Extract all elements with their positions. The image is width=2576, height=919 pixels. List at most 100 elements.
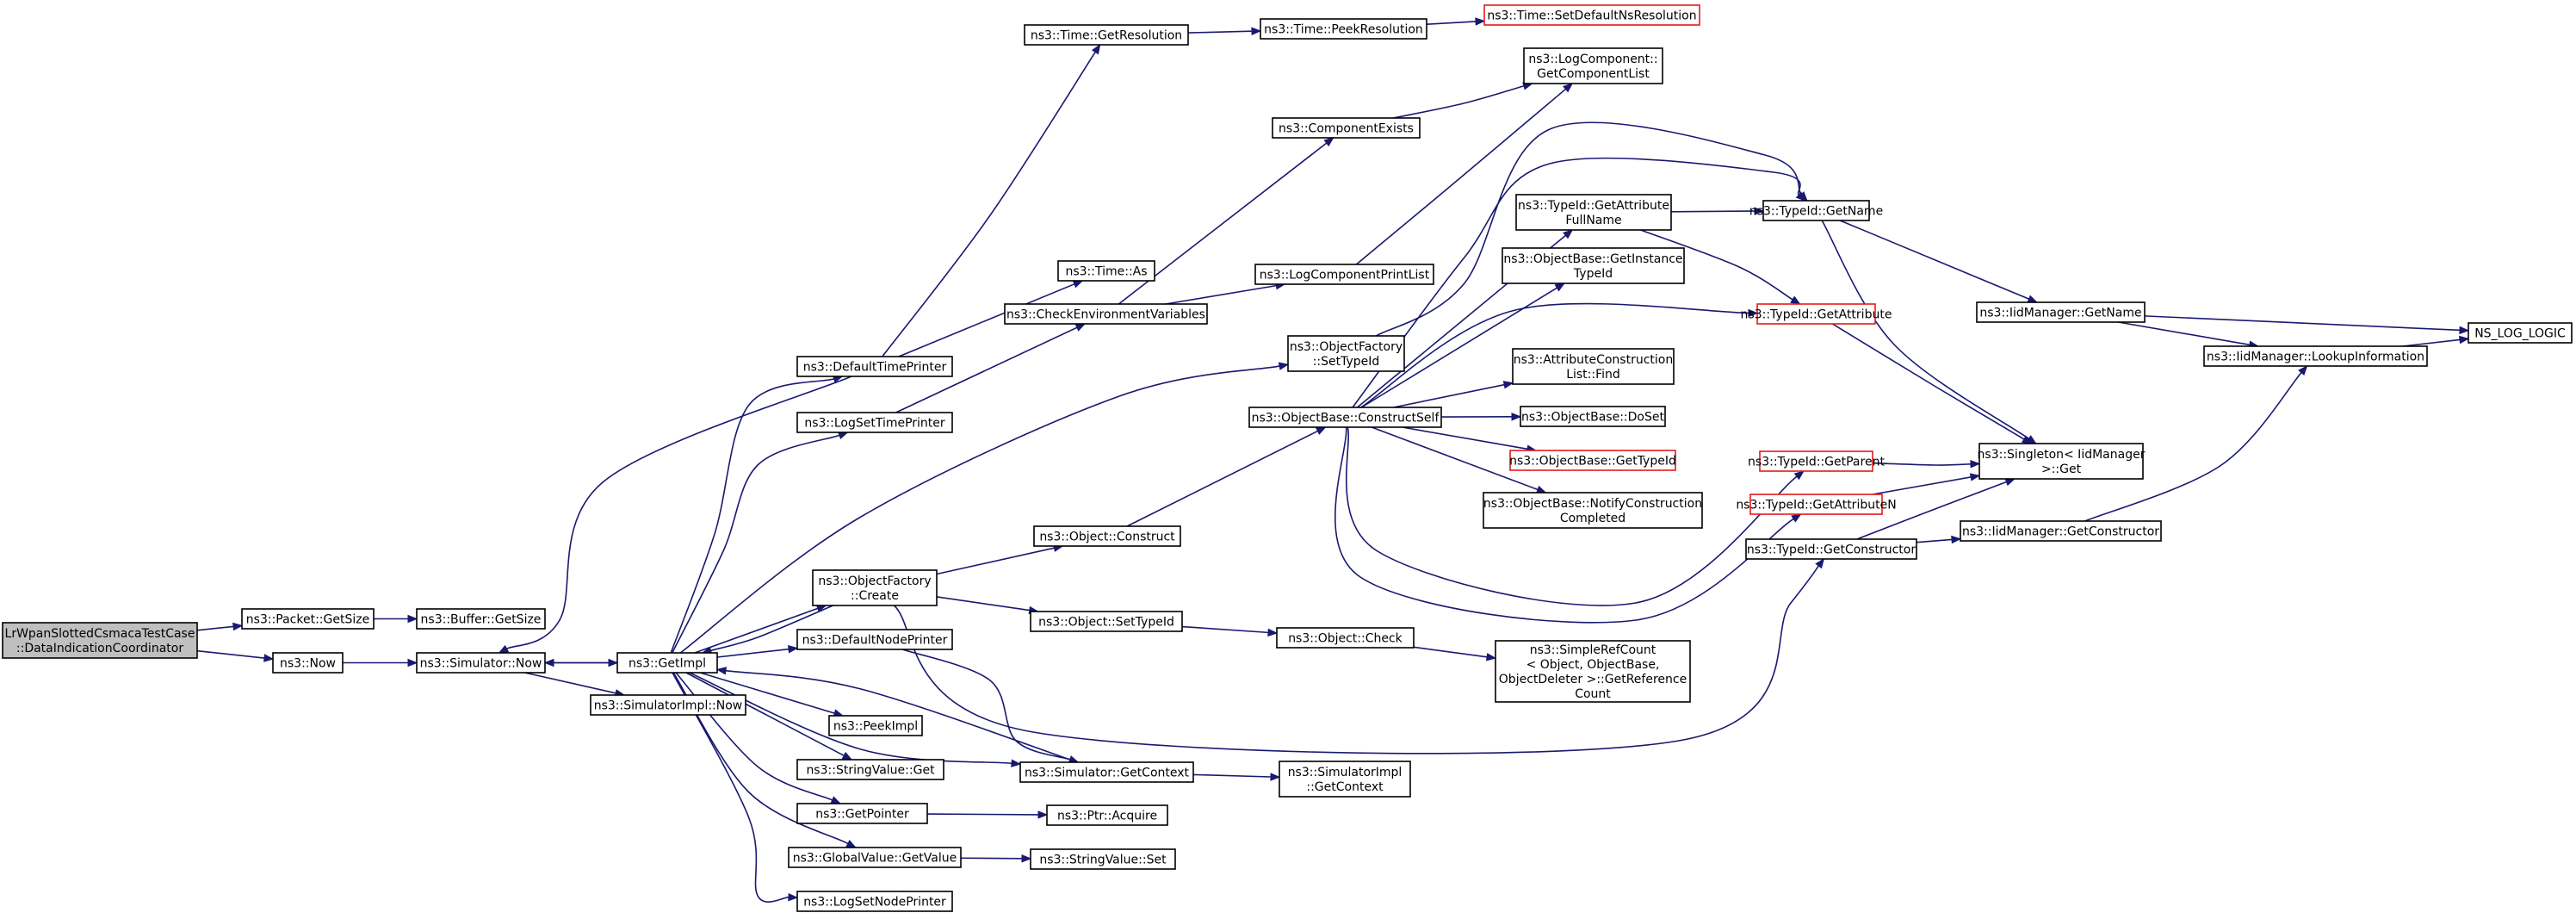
function-node-tid-getattributen[interactable]: ns3::TypeId::GetAttributeN [1736, 494, 1897, 515]
arrowhead-icon [788, 645, 799, 654]
function-node-ns-log-logic[interactable]: NS_LOG_LOGIC [2468, 322, 2573, 344]
node-box [796, 803, 928, 824]
function-node-gv-getvalue[interactable]: ns3::GlobalValue::GetValue [788, 847, 962, 868]
function-node-obj-construct[interactable]: ns3::Object::Construct [1033, 525, 1181, 547]
function-node-time-setdefres[interactable]: ns3::Time::SetDefaultNsResolution [1483, 4, 1700, 26]
function-node-ptr-acquire[interactable]: ns3::Ptr::Acquire [1046, 804, 1168, 826]
function-node-pkt-getsize[interactable]: ns3::Packet::GetSize [241, 608, 375, 630]
call-edge-iid_getname-to-ns_log_logic [2144, 315, 2470, 335]
edge-line [960, 857, 1023, 860]
edge-line [1872, 462, 1972, 466]
function-node-dnp[interactable]: ns3::DefaultNodePrinter [796, 629, 953, 650]
function-node-lcpl[interactable]: ns3::LogComponentPrintList [1254, 264, 1434, 285]
call-edge-of_create-to-tid_getconstructor [893, 557, 1825, 754]
function-node-of-settypeid[interactable]: ns3::ObjectFactory::SetTypeId [1287, 335, 1405, 372]
node-label: < Object, ObjectBase, [1526, 658, 1660, 672]
function-node-ob-notify[interactable]: ns3::ObjectBase::NotifyConstructionCompl… [1483, 492, 1703, 529]
edge-line [689, 672, 1012, 765]
edge-line [710, 605, 833, 652]
function-node-tid-getname[interactable]: ns3::TypeId::GetName [1749, 200, 1883, 221]
function-node-obj-check[interactable]: ns3::Object::Check [1276, 627, 1415, 649]
node-label: ns3::ObjectBase::NotifyConstruction [1483, 497, 1702, 511]
function-node-iid-getconstructor[interactable]: ns3::IidManager::GetConstructor [1960, 520, 2162, 542]
edge-line [882, 51, 1096, 357]
call-edge-iid_getname-to-iid_lookupinfo [2118, 321, 2260, 349]
function-node-dtp[interactable]: ns3::DefaultTimePrinter [796, 356, 953, 377]
function-node-sv-get[interactable]: ns3::StringValue::Get [796, 759, 944, 780]
node-label: List::Find [1566, 368, 1620, 382]
arrowhead-icon [2004, 478, 2016, 487]
node-box [1287, 335, 1405, 372]
function-node-lc-getcomplist[interactable]: ns3::LogComponent::GetComponentList [1523, 47, 1663, 84]
arrowhead-icon [498, 644, 510, 654]
function-node-ob-doset[interactable]: ns3::ObjectBase::DoSet [1520, 406, 1666, 427]
function-node-simimpl-getcontext[interactable]: ns3::SimulatorImpl::GetContext [1279, 761, 1411, 798]
function-node-obj-settypeid[interactable]: ns3::Object::SetTypeId [1030, 611, 1183, 632]
node-label: ns3::SimulatorImpl [1288, 766, 1403, 779]
edge-line [926, 813, 1039, 816]
function-node-lstp[interactable]: ns3::LogSetTimePrinter [796, 412, 953, 433]
function-node-time-as[interactable]: ns3::Time::As [1057, 260, 1155, 282]
node-box [828, 715, 923, 736]
edge-line [2084, 372, 2302, 522]
function-node-of-create[interactable]: ns3::ObjectFactory::Create [812, 569, 938, 606]
function-node-now[interactable]: ns3::Now [272, 652, 344, 674]
node-box [1272, 117, 1421, 139]
edge-line [1165, 284, 1277, 305]
node-label: ns3::ObjectFactory [1290, 340, 1403, 354]
function-node-srefcount[interactable]: ns3::SimpleRefCount< Object, ObjectBase,… [1495, 640, 1691, 703]
function-node-sim-getcontext[interactable]: ns3::Simulator::GetContext [1019, 761, 1194, 783]
function-node-iid-lookupinfo[interactable]: ns3::IidManager::LookupInformation [2203, 345, 2428, 367]
edge-line [1821, 220, 2029, 439]
function-node-peekimpl[interactable]: ns3::PeekImpl [828, 715, 923, 736]
function-nodes: LrWpanSlottedCsmacaTestCase::DataIndicat… [2, 4, 2573, 912]
arrowhead-icon [1793, 470, 1805, 481]
arrowhead-icon [1021, 854, 1032, 863]
function-node-singleton-get[interactable]: ns3::Singleton< IidManager >::Get [1978, 443, 2146, 480]
function-node-lsnp[interactable]: ns3::LogSetNodePrinter [796, 891, 953, 912]
edge-line [1375, 121, 1802, 337]
node-label: NS_LOG_LOGIC [2474, 327, 2566, 341]
function-node-getpointer[interactable]: ns3::GetPointer [796, 803, 928, 824]
function-node-time-getres[interactable]: ns3::Time::GetResolution [1024, 24, 1189, 46]
function-node-comp-exists[interactable]: ns3::ComponentExists [1272, 117, 1421, 139]
call-edge-root-to-pkt_getsize [196, 622, 244, 631]
edge-line [685, 672, 845, 757]
function-node-time-peekres[interactable]: ns3::Time::PeekResolution [1260, 18, 1427, 40]
node-label: ns3::PeekImpl [833, 720, 918, 734]
node-box [796, 356, 953, 377]
function-node-tid-getconstructor[interactable]: ns3::TypeId::GetConstructor [1745, 538, 1917, 560]
node-box [1520, 406, 1666, 427]
arrowhead-icon [1748, 308, 1759, 318]
arrowhead-icon [1267, 628, 1279, 637]
arrowhead-icon [407, 658, 418, 668]
call-edge-ob_constructself-to-tid_getname [1352, 157, 1806, 408]
function-node-ob-gettypeid[interactable]: ns3::ObjectBase::GetTypeId [1509, 450, 1676, 471]
node-box [2, 622, 198, 659]
edge-line [898, 283, 1075, 357]
function-node-tid-getparent[interactable]: ns3::TypeId::GetParent [1748, 450, 1885, 472]
function-node-iid-getname[interactable]: ns3::IidManager::GetName [1976, 301, 2146, 323]
node-box [796, 412, 953, 433]
node-box [812, 569, 938, 606]
arrowhead-icon [1511, 413, 1522, 421]
function-node-tid-getattribute[interactable]: ns3::TypeId::GetAttribute [1741, 303, 1892, 325]
function-node-ob-constructself[interactable]: ns3::ObjectBase::ConstructSelf [1248, 407, 1442, 428]
node-box [1004, 303, 1208, 325]
node-box [1057, 260, 1155, 282]
arrowhead-icon [1554, 283, 1566, 292]
function-node-cev[interactable]: ns3::CheckEnvironmentVariables [1004, 303, 1208, 325]
node-label: ns3::TypeId::GetConstructor [1747, 543, 1916, 557]
function-node-getimpl[interactable]: ns3::GetImpl [616, 652, 718, 674]
function-node-buf-getsize[interactable]: ns3::Buffer::GetSize [416, 608, 546, 630]
call-edge-tid_getparent-to-singleton_get [1872, 460, 1981, 469]
function-node-simimpl-now[interactable]: ns3::SimulatorImpl::Now [590, 694, 746, 716]
node-label: ns3::LogComponent:: [1528, 53, 1657, 66]
edge-line [699, 672, 835, 714]
function-node-sv-set[interactable]: ns3::StringValue::Set [1030, 848, 1176, 870]
function-node-sim-now[interactable]: ns3::Simulator::Now [416, 652, 546, 674]
